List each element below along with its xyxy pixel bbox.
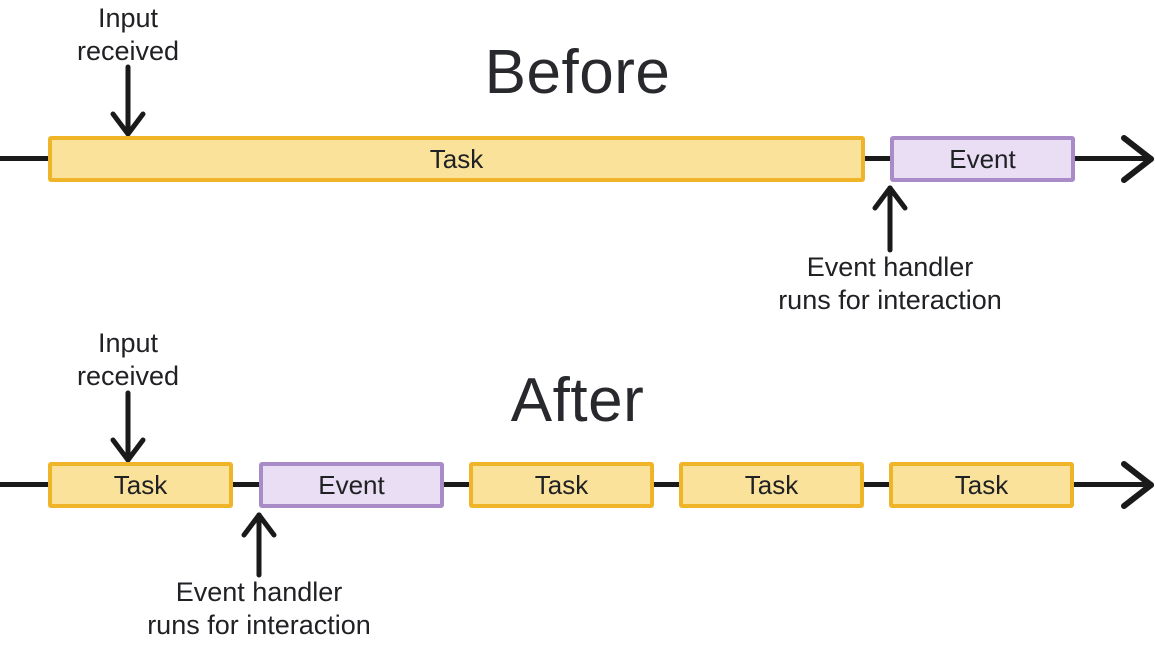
before-task-segment: Task [48,136,865,182]
segment-label: Event [949,143,1016,174]
after-task-segment: Task [469,462,654,508]
segment-label: Task [744,469,799,500]
after-task-segment: Task [679,462,864,508]
before-event-handler-label: Event handler runs for interaction [778,252,1002,316]
up-arrow-icon [872,185,908,253]
before-input-received-label: Input received [76,3,180,67]
after-title: After [510,366,645,435]
segment-label: Task [534,469,589,500]
down-arrow-icon [110,64,146,137]
segment-label: Event [318,469,385,500]
after-event-segment: Event [259,462,444,508]
segment-label: Task [113,469,168,500]
segment-label: Task [429,143,484,174]
segment-label: Task [954,469,1009,500]
timeline-arrowhead-icon [1121,461,1154,509]
down-arrow-icon [110,390,146,463]
after-task-segment: Task [48,462,233,508]
after-input-received-label: Input received [76,328,180,392]
after-task-segment: Task [889,462,1074,508]
before-event-segment: Event [890,136,1075,182]
after-event-handler-label: Event handler runs for interaction [147,577,371,641]
up-arrow-icon [241,512,277,578]
timeline-arrowhead-icon [1121,135,1154,183]
before-title: Before [484,38,671,107]
